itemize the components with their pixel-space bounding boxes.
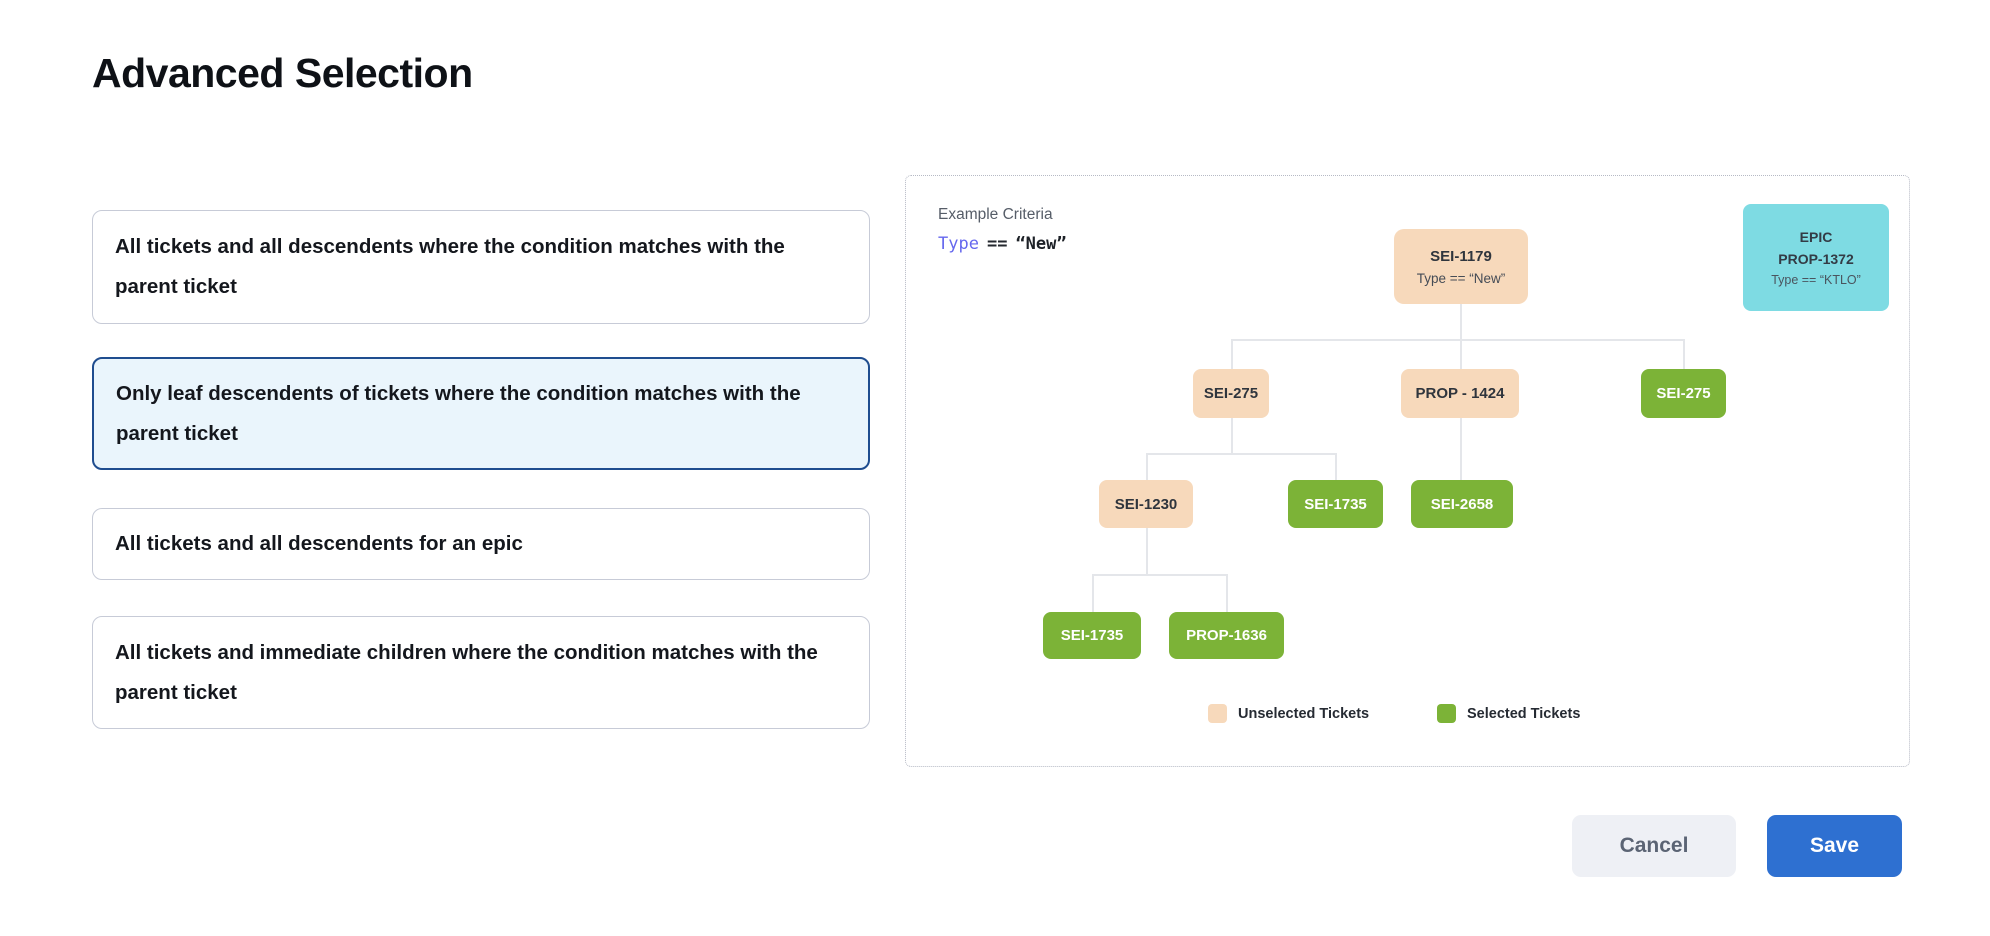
connector-line	[1231, 339, 1233, 370]
node-sei-1179: SEI-1179 Type == “New”	[1394, 229, 1528, 304]
save-button[interactable]: Save	[1767, 815, 1902, 877]
criteria-value: “New”	[1015, 234, 1067, 254]
connector-line	[1460, 418, 1462, 481]
epic-id: PROP-1372	[1778, 250, 1854, 267]
criteria-operator: ==	[986, 234, 1008, 254]
connector-line	[1231, 339, 1684, 341]
node-sei-275-unselected: SEI-275	[1193, 369, 1269, 418]
criteria-field: Type	[938, 234, 979, 254]
selected-tickets-swatch	[1437, 704, 1456, 723]
node-sei-2658: SEI-2658	[1411, 480, 1513, 528]
unselected-tickets-label: Unselected Tickets	[1238, 706, 1370, 722]
example-criteria-heading: Example Criteria	[938, 206, 1053, 223]
page-title: Advanced Selection	[92, 50, 473, 96]
option-label: All tickets and all descendents for an e…	[115, 532, 523, 555]
node-sei-1735-mid: SEI-1735	[1288, 480, 1383, 528]
connector-line	[1092, 574, 1227, 576]
node-sei-1735-leaf: SEI-1735	[1043, 612, 1141, 659]
connector-line	[1683, 339, 1685, 370]
node-prop-1424: PROP - 1424	[1401, 369, 1519, 418]
option-all-tickets-all-descendents[interactable]: All tickets and all descendents where th…	[92, 210, 870, 324]
epic-type-label: EPIC	[1799, 228, 1833, 245]
option-only-leaf-descendents[interactable]: Only leaf descendents of tickets where t…	[92, 357, 870, 470]
connector-line	[1146, 528, 1148, 575]
node-condition: Type == “New”	[1416, 270, 1506, 286]
node-prop-1636: PROP-1636	[1169, 612, 1284, 659]
option-all-descendents-for-epic[interactable]: All tickets and all descendents for an e…	[92, 508, 870, 580]
connector-line	[1231, 418, 1233, 454]
epic-condition: Type == “KTLO”	[1771, 272, 1861, 287]
unselected-tickets-swatch	[1208, 704, 1227, 723]
node-sei-1230: SEI-1230	[1099, 480, 1193, 528]
option-label: All tickets and all descendents where th…	[115, 235, 785, 298]
connector-line	[1092, 574, 1094, 613]
node-sei-275-selected: SEI-275	[1641, 369, 1726, 418]
node-label: SEI-1179	[1430, 247, 1492, 265]
connector-line	[1146, 453, 1148, 481]
connector-line	[1460, 339, 1462, 370]
example-criteria-expression: Type == “New”	[938, 234, 1067, 254]
connector-line	[1226, 574, 1228, 613]
epic-ticket-card: EPIC PROP-1372 Type == “KTLO”	[1743, 204, 1889, 311]
connector-line	[1335, 453, 1337, 481]
cancel-button[interactable]: Cancel	[1572, 815, 1736, 877]
connector-line	[1460, 304, 1462, 340]
example-diagram-panel: Example Criteria Type == “New” EPIC PROP-1…	[905, 175, 1910, 767]
selected-tickets-label: Selected Tickets	[1467, 706, 1581, 722]
connector-line	[1146, 453, 1336, 455]
option-immediate-children[interactable]: All tickets and immediate children where…	[92, 616, 870, 729]
option-label: Only leaf descendents of tickets where t…	[116, 381, 801, 445]
option-label: All tickets and immediate children where…	[115, 640, 818, 704]
